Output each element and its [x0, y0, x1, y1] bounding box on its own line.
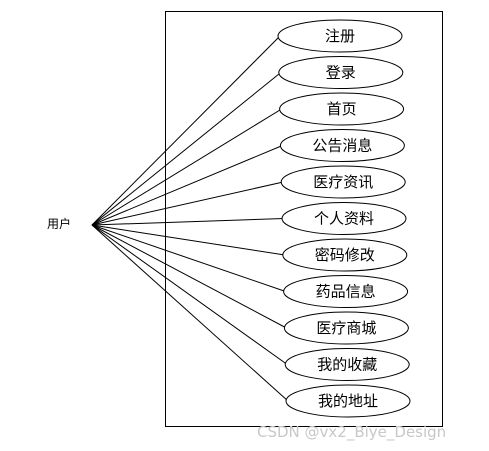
use-case-label: 密码修改	[315, 246, 375, 264]
watermark-text: CSDN @vx2_Biye_Design	[257, 423, 446, 442]
association-line	[91, 35, 281, 226]
use-case-ellipse	[282, 238, 408, 272]
use-case: 注册	[277, 19, 403, 53]
association-line	[91, 224, 287, 329]
use-case-ellipse	[279, 92, 405, 126]
association-line	[91, 224, 288, 365]
use-case-ellipse	[278, 56, 404, 89]
use-case-label: 药品信息	[316, 283, 376, 301]
system-boundary	[165, 11, 443, 427]
use-case-label: 公告消息	[312, 137, 372, 155]
use-case: 个人资料	[281, 202, 407, 235]
association-line	[91, 72, 282, 226]
use-case-label: 首页	[327, 100, 357, 118]
use-case-ellipse	[283, 275, 409, 308]
use-case: 登录	[278, 56, 404, 89]
use-case-label: 登录	[326, 64, 356, 82]
use-case-ellipse	[279, 129, 405, 162]
use-case: 医疗资讯	[280, 165, 406, 199]
use-case: 公告消息	[279, 129, 405, 162]
use-case-label: 医疗资讯	[313, 173, 373, 191]
use-case-label: 注册	[325, 27, 355, 45]
association-line	[91, 218, 285, 226]
association-line	[91, 181, 284, 226]
use-case: 我的收藏	[284, 348, 410, 381]
use-case-label: 个人资料	[314, 210, 374, 228]
association-line	[91, 224, 289, 402]
use-case: 我的地址	[285, 384, 411, 418]
association-line	[91, 224, 285, 256]
use-case-ellipse	[285, 384, 411, 418]
association-line	[91, 108, 282, 226]
use-case: 医疗商城	[283, 311, 409, 345]
use-case-label: 医疗商城	[316, 319, 376, 337]
association-lines	[91, 35, 289, 402]
association-line	[91, 224, 286, 292]
use-case-ellipse	[280, 165, 406, 199]
association-line	[91, 145, 283, 226]
use-case-ellipse	[284, 348, 410, 381]
use-case: 药品信息	[283, 275, 409, 308]
use-case-ellipse	[283, 311, 409, 345]
use-case: 密码修改	[282, 238, 408, 272]
use-case-ellipse	[281, 202, 407, 235]
use-case-label: 我的地址	[318, 392, 378, 410]
use-case: 首页	[279, 92, 405, 126]
use-case-ellipse	[277, 19, 403, 53]
use-case-label: 我的收藏	[317, 356, 377, 374]
actor-label: 用户	[47, 216, 71, 231]
